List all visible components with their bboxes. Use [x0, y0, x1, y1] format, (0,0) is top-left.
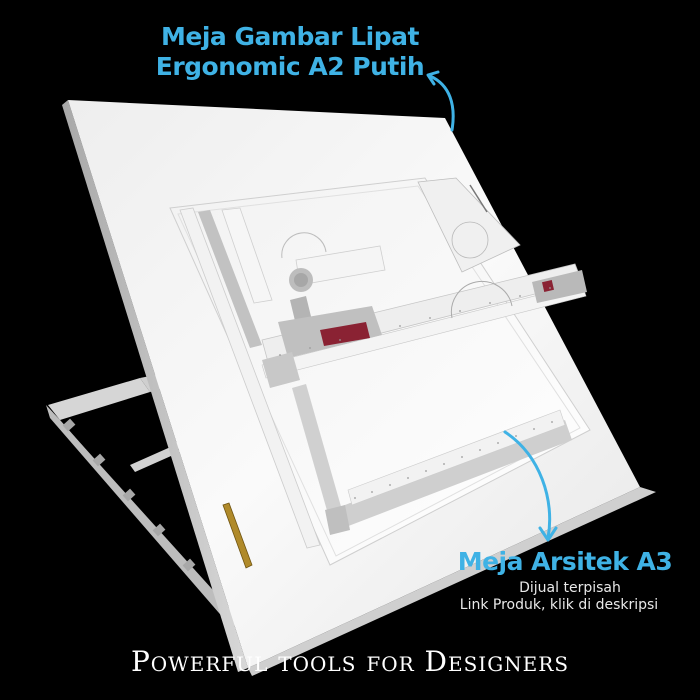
curved-arrow-up-left-icon: [428, 74, 455, 132]
main-product-label-line2: Ergonomic A2 Putih: [155, 52, 425, 81]
board-edge: [62, 100, 248, 672]
a3-drafting-table: [169, 177, 591, 566]
main-product-label-line1: Meja Gambar Lipat: [161, 22, 419, 51]
tagline: Powerful tools for Designers: [130, 645, 570, 678]
product-link-note: Link Produk, klik di deskripsi: [459, 597, 659, 613]
brand-plate: [222, 502, 253, 569]
secondary-product-title: Meja Arsitek A3: [457, 547, 673, 576]
curved-arrow-down-icon: [503, 430, 552, 540]
main-product-label: Meja Gambar Lipat Ergonomic A2 Putih: [140, 22, 440, 82]
sold-separately-note: Dijual terpisah: [519, 580, 621, 596]
